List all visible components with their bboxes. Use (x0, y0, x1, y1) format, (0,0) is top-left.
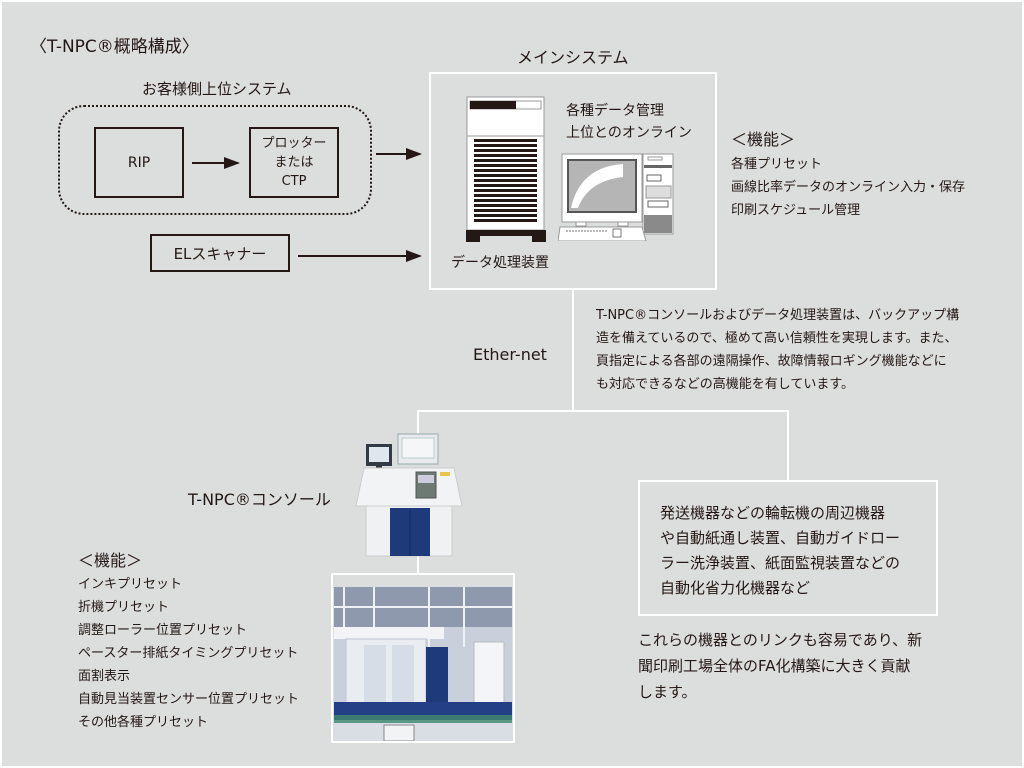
rip-label: RIP (127, 154, 151, 171)
main-function-item: 印刷スケジュール管理 (731, 203, 861, 218)
plotter-ctp-box: プロッター または CTP (249, 127, 339, 198)
network-trunk-line (572, 289, 574, 411)
console-function-item: ペースター排紙タイミングプリセット (78, 646, 299, 661)
network-label: Ether-net (473, 345, 547, 364)
rip-box: RIP (94, 127, 184, 198)
main-functions-heading: ＜機能＞ (731, 130, 796, 149)
plotter-line-1: プロッター (261, 136, 327, 151)
link-text-line-2: 聞印刷工場全体のFA化構築に大きく貢献 (638, 657, 911, 675)
peripherals-line-3: ラー洗浄装置、紙面監視装置などの (660, 554, 901, 572)
data-management-line-1: 各種データ管理 (566, 103, 664, 119)
peripherals-line-1: 発送機器などの輪転機の周辺機器 (660, 504, 886, 522)
reliability-line-2: 造を備えているので、極めて高い信頼性を実現します。また、 (596, 331, 958, 346)
customer-system-group (58, 105, 372, 215)
peripherals-line-2: や自動紙通し装置、自動ガイドロー (660, 529, 901, 547)
plotter-line-3: CTP (281, 174, 307, 189)
console-function-item: その他各種プリセット (78, 715, 209, 730)
network-branch-line (417, 410, 789, 412)
main-system-label: メインシステム (517, 48, 629, 67)
network-drop-peripherals (787, 410, 789, 482)
console-function-item: 自動見当装置センサー位置プリセット (78, 692, 300, 707)
link-text-line-1: これらの機器とのリンクも容易であり、新 (638, 631, 923, 649)
network-drop-console (417, 410, 419, 438)
console-function-item: 調整ローラー位置プリセット (78, 623, 248, 638)
data-processor-label: データ処理装置 (451, 255, 549, 271)
console-label: T-NPC®コンソール (188, 490, 331, 509)
server-icon (466, 96, 546, 242)
press-photo-frame (331, 573, 515, 743)
reliability-line-1: T-NPC®コンソールおよびデータ処理装置は、バックアップ構 (596, 308, 960, 323)
el-scanner-box: ELスキャナー (150, 234, 290, 272)
press-photo (334, 587, 512, 741)
data-management-line-2: 上位とのオンライン (566, 125, 692, 141)
main-function-item: 画線比率データのオンライン入力・保存 (731, 180, 966, 195)
peripherals-box (638, 480, 938, 616)
reliability-line-4: も対応できるなどの高機能を有しています。 (596, 377, 855, 392)
el-scanner-label: ELスキャナー (173, 244, 267, 263)
workstation-icon (557, 153, 674, 242)
main-function-item: 各種プリセット (731, 157, 823, 172)
scanner-to-main-arrow (298, 250, 422, 262)
peripherals-line-4: 自動化省力化機器など (660, 579, 811, 597)
plotter-line-2: または (274, 155, 314, 170)
link-text-line-3: します。 (638, 683, 697, 701)
reliability-line-3: 頁指定による各部の遠隔操作、故障情報ロギング機能などに (596, 354, 947, 369)
console-functions-heading: ＜機能＞ (78, 551, 143, 570)
diagram-title: 〈T-NPC®概略構成〉 (30, 37, 199, 57)
console-photo (354, 432, 464, 558)
console-function-item: インキプリセット (78, 577, 183, 592)
console-function-item: 折機プリセット (78, 600, 170, 615)
customer-to-main-arrow (376, 148, 422, 160)
rip-to-plotter-arrow (192, 157, 240, 169)
console-function-item: 面割表示 (78, 669, 131, 684)
console-to-press-line (417, 552, 419, 574)
customer-system-label: お客様側上位システム (142, 80, 292, 98)
